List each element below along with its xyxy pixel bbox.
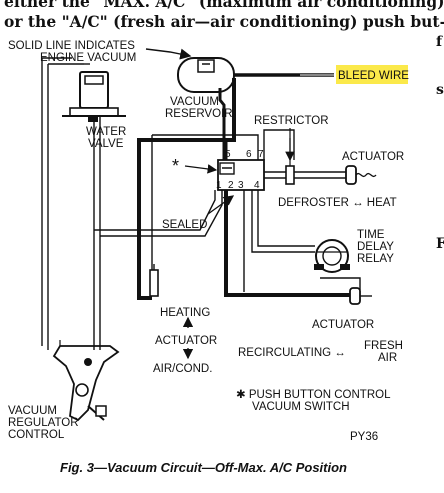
bleed-wire-label: BLEED WIRE — [338, 70, 409, 82]
time-delay-relay — [314, 239, 350, 273]
defroster-actuator — [345, 165, 377, 185]
heating-actuator-label: ACTUATOR — [155, 335, 217, 347]
heating-label: HEATING — [160, 307, 210, 319]
sealed-leader — [207, 195, 235, 215]
push-button-label-1: ✱ PUSH BUTTON CONTROL — [236, 389, 391, 401]
engine-vacuum-line-fresh — [224, 190, 350, 297]
fresh-label: FRESH — [364, 340, 403, 352]
restrictor — [285, 165, 295, 185]
water-valve-label-2: VALVE — [88, 138, 124, 150]
port-2: 2 — [228, 180, 234, 191]
port-1: 1 — [216, 180, 222, 191]
vacuum-regulator-label-3: CONTROL — [8, 429, 65, 441]
port-6: 6 — [246, 149, 252, 160]
defroster-heat-label: DEFROSTER ↔ HEAT — [278, 197, 397, 209]
water-valve — [62, 71, 126, 350]
top-text-line-1: either the "MAX. A/C" (maximum air condi… — [4, 0, 444, 11]
port-5: 5 — [225, 149, 231, 160]
vacuum-reservoir — [177, 57, 235, 93]
top-text-line-2: or the "A/C" (fresh air—air conditioning… — [4, 12, 444, 31]
side-mark-mid1: s — [436, 82, 444, 98]
bleed-wire-highlight — [336, 65, 408, 84]
vacuum-reservoir-label-2: RESERVOIR — [165, 108, 233, 120]
vacuum-regulator-control — [41, 57, 120, 422]
port-3: 3 — [238, 180, 244, 191]
restrictor-label: RESTRICTOR — [254, 115, 329, 127]
actuator-label-defroster: ACTUATOR — [342, 151, 404, 163]
vacuum-line-to-switch — [94, 190, 216, 231]
asterisk-label: * — [172, 156, 179, 176]
air-label: AIR — [378, 352, 397, 364]
top-paragraph: either the "MAX. A/C" (maximum air condi… — [4, 0, 444, 32]
side-mark-top: f — [436, 34, 443, 50]
fresh-air-actuator — [349, 287, 372, 305]
water-valve-label-1: WATER — [86, 126, 126, 138]
vacuum-regulator-label-2: REGULATOR — [8, 417, 79, 429]
fresh-air-actuator-label: ACTUATOR — [312, 319, 374, 331]
sealed-label: SEALED — [162, 219, 207, 231]
push-button-vacuum-switch — [217, 159, 265, 191]
air-cond-label: AIR/COND. — [153, 363, 212, 375]
figure-code: PY36 — [350, 431, 378, 443]
port-7: 7 — [258, 149, 264, 160]
asterisk-leader — [184, 164, 218, 174]
solid-line-label-2: ENGINE VACUUM — [40, 52, 136, 64]
engine-vacuum-line-reservoir — [218, 88, 226, 160]
solid-line-leader — [145, 48, 192, 60]
push-button-label-2: VACUUM SWITCH — [252, 401, 350, 413]
time-delay-relay-label-2: DELAY — [357, 241, 394, 253]
recirculating-label: RECIRCULATING ↔ — [238, 347, 346, 359]
side-mark-mid2: F — [436, 236, 444, 252]
vacuum-reservoir-label-1: VACUUM — [170, 96, 219, 108]
solid-line-label-1: SOLID LINE INDICATES — [8, 40, 135, 52]
port-4: 4 — [254, 180, 260, 191]
vacuum-regulator-label-1: VACUUM — [8, 405, 57, 417]
time-delay-relay-label-1: TIME — [357, 229, 385, 241]
figure-caption: Fig. 3—Vacuum Circuit—Off-Max. A/C Posit… — [60, 460, 347, 475]
engine-vacuum-line-main — [137, 78, 236, 300]
time-delay-relay-label-3: RELAY — [357, 253, 394, 265]
heating-actuator — [149, 264, 159, 297]
